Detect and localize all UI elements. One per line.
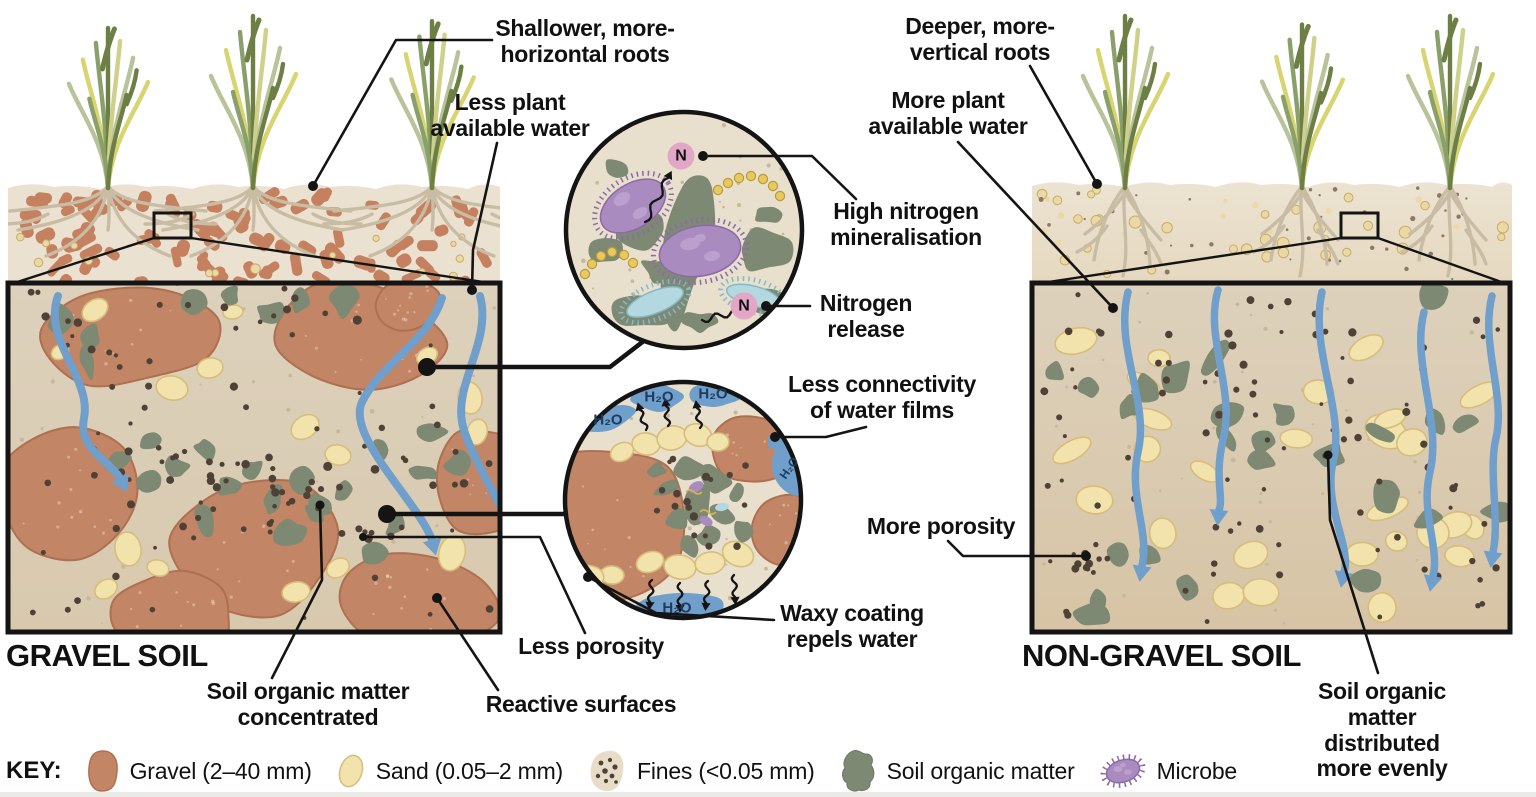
label-less-connectivity: Less connectivity of water films	[788, 371, 976, 423]
legend-item-sand: Sand (0.05–2 mm)	[336, 750, 563, 792]
leader-lines	[270, 38, 1380, 692]
fines-swatch-icon	[590, 750, 624, 792]
legend-title: KEY:	[6, 757, 62, 784]
label-deeper-roots: Deeper, more- vertical roots	[905, 13, 1055, 65]
gravel-soil-box-art	[10, 285, 498, 630]
legend-item-label: Microbe	[1156, 757, 1238, 784]
plants	[66, 13, 1496, 191]
nitrogen-badge: N	[667, 142, 695, 170]
label-waxy-coating: Waxy coating repels water	[780, 600, 924, 652]
label-reactive-surfaces: Reactive surfaces	[485, 691, 677, 717]
sand-swatch-icon	[338, 754, 364, 788]
h2o-label: H₂O	[662, 599, 692, 617]
legend: KEY: Gravel (2–40 mm) Sand (0.05–2 mm) F…	[6, 748, 1530, 794]
label-som-distributed: Soil organic matter distributed more eve…	[1316, 678, 1448, 782]
legend-item-gravel: Gravel (2–40 mm)	[86, 749, 312, 793]
label-high-nitrogen: High nitrogen mineralisation	[830, 198, 982, 250]
label-som-concentrated: Soil organic matter concentrated	[206, 678, 410, 730]
legend-item-label: Gravel (2–40 mm)	[129, 757, 312, 784]
gravel-soil-title: GRAVEL SOIL	[6, 638, 208, 673]
non-gravel-soil-title: NON-GRAVEL SOIL	[1022, 638, 1301, 673]
non-gravel-soil-box-art	[1040, 285, 1508, 626]
legend-item-fines: Fines (<0.05 mm)	[587, 748, 815, 794]
nitrogen-badge: N	[730, 292, 758, 320]
microbe-swatch-icon	[1100, 754, 1146, 788]
legend-item-som: Soil organic matter	[839, 748, 1075, 794]
label-less-porosity: Less porosity	[518, 633, 664, 659]
label-more-porosity: More porosity	[866, 513, 1016, 539]
label-more-plant-water: More plant available water	[868, 87, 1028, 139]
legend-item-label: Sand (0.05–2 mm)	[375, 757, 563, 784]
image-bottom-edge	[0, 792, 1536, 797]
label-less-plant-water: Less plant available water	[430, 89, 590, 141]
legend-item-label: Soil organic matter	[886, 757, 1075, 784]
soil-organic-matter-swatch-icon	[841, 750, 875, 792]
h2o-label: H₂O	[593, 411, 623, 429]
label-shallower-roots: Shallower, more- horizontal roots	[495, 15, 675, 67]
shallow-roots	[8, 184, 500, 258]
h2o-label: H₂O	[698, 385, 728, 403]
label-nitrogen-release: Nitrogen release	[819, 290, 913, 342]
legend-item-label: Fines (<0.05 mm)	[636, 757, 815, 784]
legend-item-microbe: Microbe	[1099, 751, 1237, 791]
h2o-label: H₂O	[644, 388, 674, 406]
gravel-swatch-icon	[87, 750, 118, 792]
